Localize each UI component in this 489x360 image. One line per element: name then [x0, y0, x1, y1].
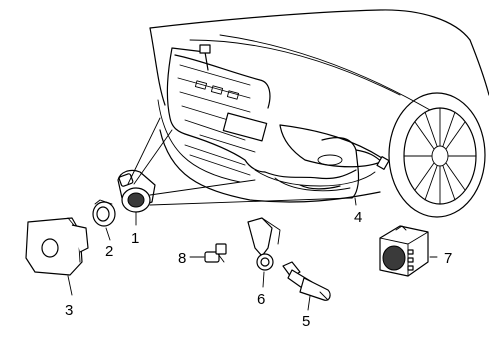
- parking-sensor: [117, 169, 156, 213]
- sensor-ring: [92, 199, 116, 227]
- callout-6: 6: [257, 291, 265, 308]
- temperature-sensor: [282, 261, 331, 301]
- callout-4: 4: [354, 209, 362, 226]
- sensor-bracket: [25, 217, 89, 276]
- connector: [204, 243, 227, 263]
- callout-3: 3: [65, 302, 73, 319]
- wiring-harness: [166, 44, 390, 199]
- callout-8: 8: [178, 250, 186, 267]
- control-module: [379, 225, 429, 277]
- mounting-clip: [247, 217, 281, 271]
- vehicle-front: [149, 9, 489, 218]
- callout-5: 5: [302, 313, 310, 330]
- wheel: [388, 92, 486, 218]
- callout-7: 7: [444, 250, 452, 267]
- callout-1: 1: [131, 230, 139, 247]
- leader-lines: [67, 117, 438, 311]
- callout-2: 2: [105, 243, 113, 260]
